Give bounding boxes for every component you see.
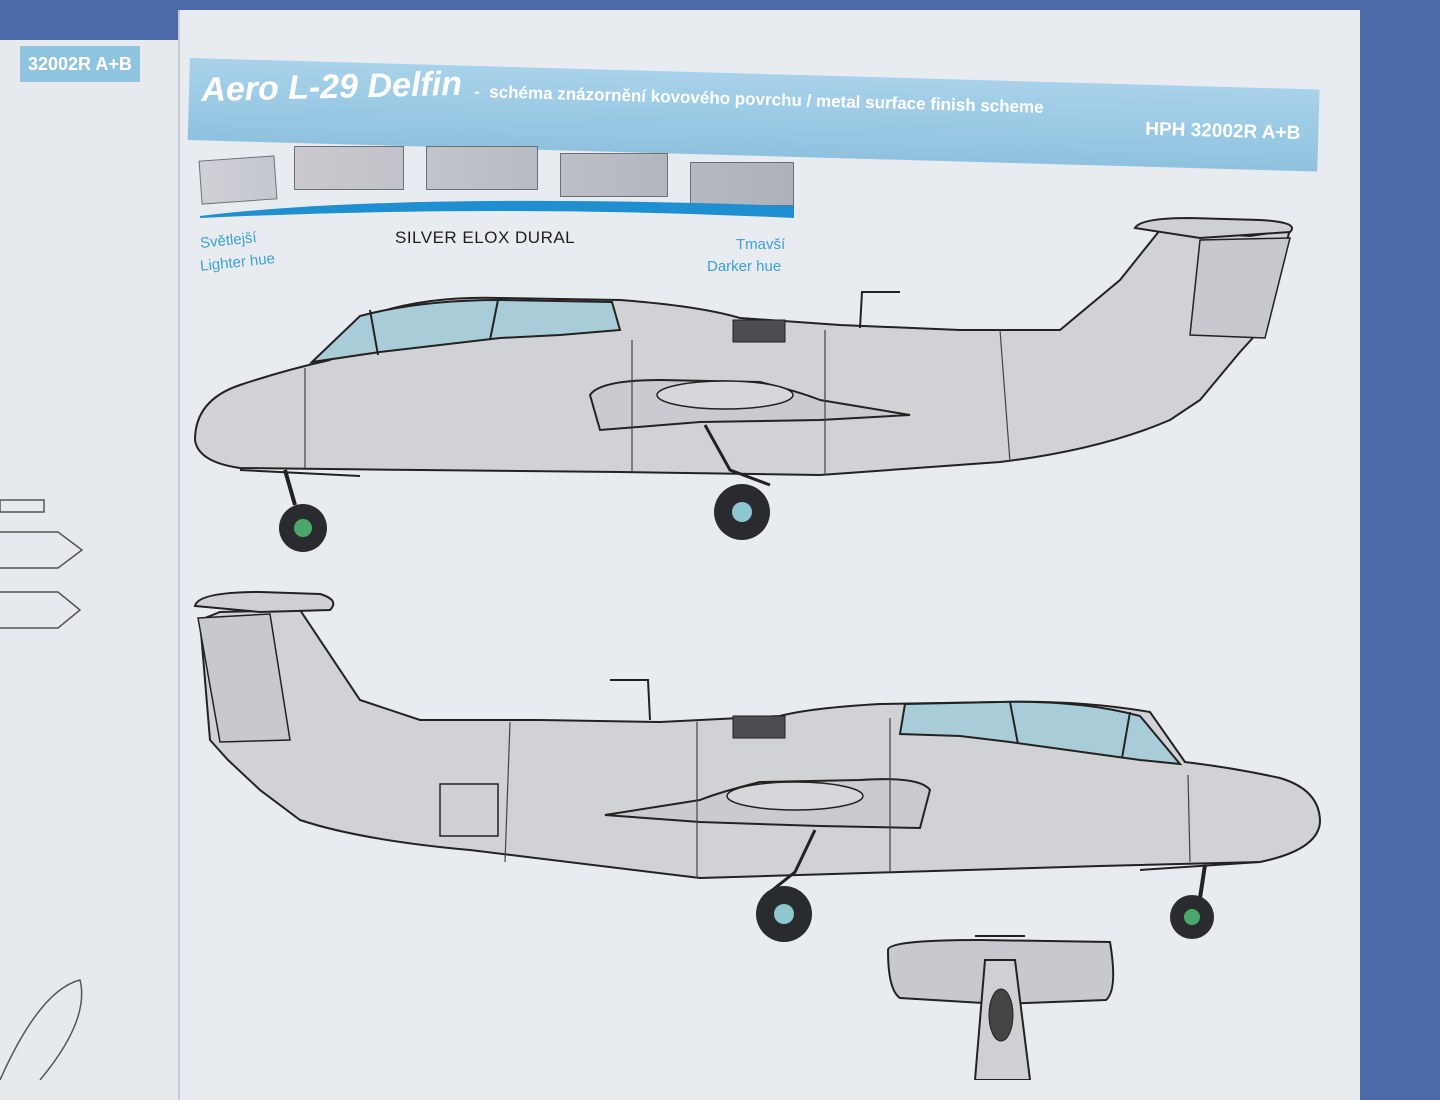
- left-page: [0, 40, 182, 1100]
- tail-bottom: [193, 590, 335, 614]
- hue-gradient-bar: [200, 200, 794, 218]
- swatch-2: [294, 146, 404, 190]
- swatch-5: [690, 162, 794, 206]
- main-gear-bottom: [769, 829, 817, 894]
- finish-name: SILVER ELOX DURAL: [395, 228, 576, 247]
- left-page-banner: 32002R A+B: [20, 46, 140, 82]
- tail-top: [1133, 216, 1293, 240]
- darker-label-en: Darker hue: [707, 258, 782, 275]
- canopy-top: [309, 298, 622, 364]
- main-gear-top: [703, 424, 771, 487]
- swatch-3: [426, 146, 538, 190]
- canopy-bottom: [898, 700, 1183, 766]
- left-page-sketches: [0, 499, 84, 1080]
- fuselage-top: [193, 228, 1292, 477]
- swatch-4: [560, 153, 668, 197]
- darker-label-cz: Tmavší: [736, 236, 786, 253]
